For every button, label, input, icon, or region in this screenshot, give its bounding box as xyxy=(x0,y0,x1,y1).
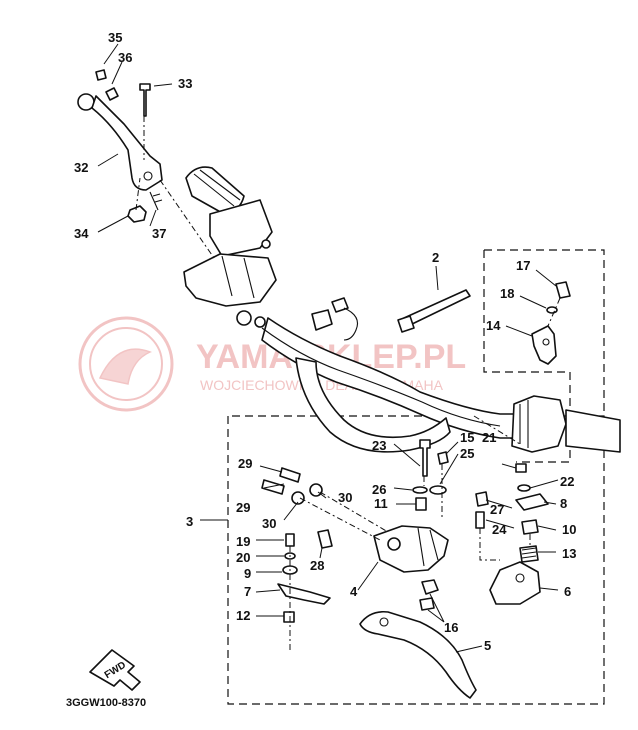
right-housing xyxy=(473,395,621,453)
callout-13: 13 xyxy=(562,546,576,561)
callout-30-lower: 30 xyxy=(262,516,276,531)
callout-32: 32 xyxy=(74,160,88,175)
callout-26: 26 xyxy=(372,482,386,497)
switch-connector xyxy=(311,297,359,341)
switch-bracket-14 xyxy=(531,281,571,365)
bolt-15-23 xyxy=(412,439,449,520)
fwd-arrow-icon: FWD xyxy=(89,649,141,691)
watermark-logo xyxy=(78,316,174,412)
callout-37: 37 xyxy=(152,226,166,241)
callout-15: 15 xyxy=(460,430,474,445)
callout-19: 19 xyxy=(236,534,250,549)
callout-21: 21 xyxy=(482,430,496,445)
nut-icon xyxy=(127,205,147,223)
bolt-28 xyxy=(317,529,333,549)
callout-36: 36 xyxy=(118,50,132,65)
callout-34: 34 xyxy=(74,226,89,241)
watermark-logo-ring xyxy=(89,327,163,401)
callout-14: 14 xyxy=(486,318,501,333)
parts-19-20-9-7-12 xyxy=(277,533,331,650)
assembly-box-14 xyxy=(483,249,605,463)
callout-6: 6 xyxy=(564,584,571,599)
callout-7: 7 xyxy=(244,584,251,599)
callout-29-lower: 29 xyxy=(236,500,250,515)
screws-29-30 xyxy=(261,467,389,541)
mount-bolt-icon xyxy=(236,310,252,326)
callout-35: 35 xyxy=(108,30,122,45)
callout-22: 22 xyxy=(560,474,574,489)
callout-2: 2 xyxy=(432,250,439,265)
lever-32 xyxy=(77,93,163,191)
callout-33: 33 xyxy=(178,76,192,91)
callout-17: 17 xyxy=(516,258,530,273)
callout-24: 24 xyxy=(492,522,507,537)
callout-29-upper: 29 xyxy=(238,456,252,471)
lever-holder-4 xyxy=(373,525,449,573)
callout-16: 16 xyxy=(444,620,458,635)
callout-10: 10 xyxy=(562,522,576,537)
callout-labels: 35 36 33 32 34 37 2 17 18 14 15 25 23 21… xyxy=(74,30,576,653)
callout-5: 5 xyxy=(484,638,491,653)
callout-8: 8 xyxy=(560,496,567,511)
switch-block-6 xyxy=(475,463,549,605)
callout-20: 20 xyxy=(236,550,250,565)
callout-23: 23 xyxy=(372,438,386,453)
cable-tie-2 xyxy=(397,289,471,333)
callout-12: 12 xyxy=(236,608,250,623)
callout-9: 9 xyxy=(244,566,251,581)
callout-11: 11 xyxy=(374,496,388,511)
callout-18: 18 xyxy=(500,286,514,301)
callout-28: 28 xyxy=(310,558,324,573)
callout-30-upper: 30 xyxy=(338,490,352,505)
callout-25: 25 xyxy=(460,446,474,461)
watermark-logo-mark xyxy=(98,348,152,385)
callout-27: 27 xyxy=(490,502,504,517)
bolt-icon xyxy=(95,69,107,81)
diagram-code: 3GGW100-8370 xyxy=(66,697,146,709)
left-grip-assembly xyxy=(183,166,277,328)
callout-4: 4 xyxy=(350,584,358,599)
leader-lines xyxy=(97,43,559,653)
lever-5 xyxy=(359,610,477,699)
nut-16 xyxy=(419,579,439,611)
callout-3: 3 xyxy=(186,514,193,529)
